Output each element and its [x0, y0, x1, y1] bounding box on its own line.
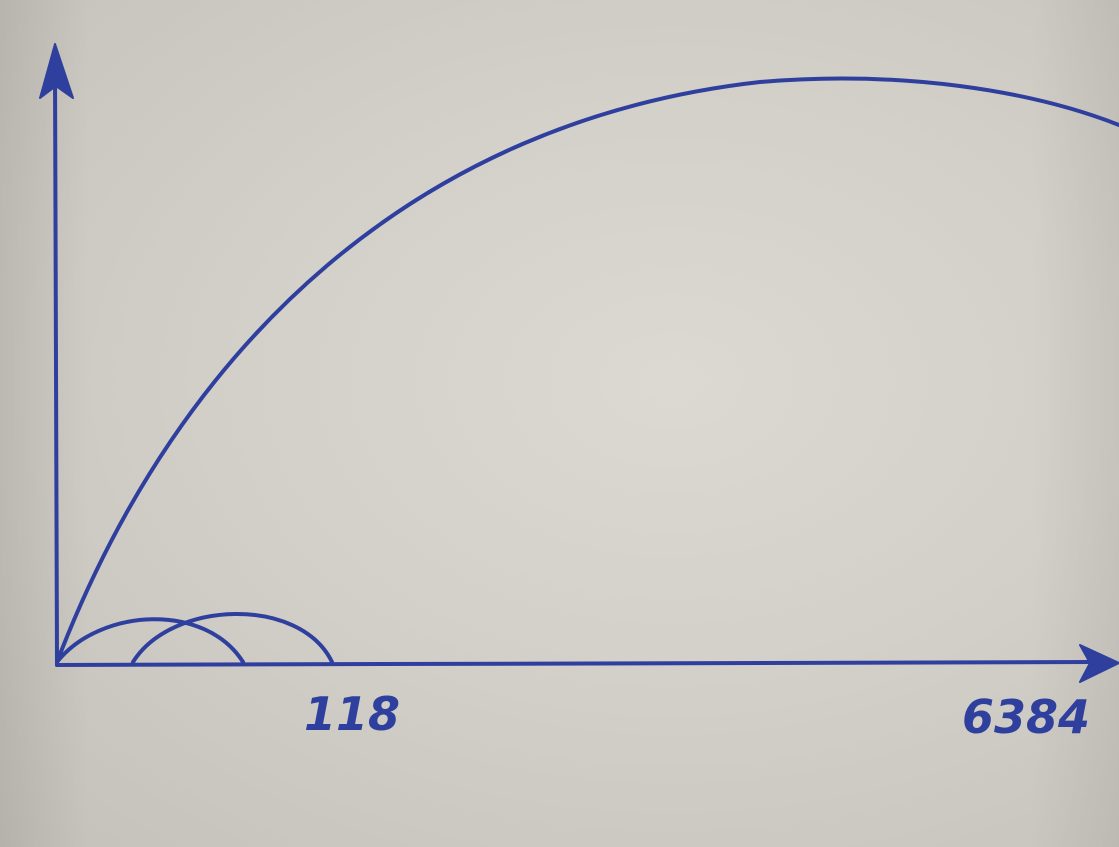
short-trajectory-arc-1	[55, 617, 245, 664]
long-trajectory-arc	[55, 76, 1119, 664]
y-axis-line	[53, 68, 59, 667]
y-axis-arrowhead	[39, 43, 74, 99]
x-tick-label-118: 118	[304, 687, 400, 741]
short-trajectory-arc-2	[131, 612, 334, 664]
x-axis-line	[55, 660, 1094, 667]
x-tick-label-6384: 6384	[962, 690, 1090, 744]
x-axis-arrowhead	[1079, 644, 1119, 683]
